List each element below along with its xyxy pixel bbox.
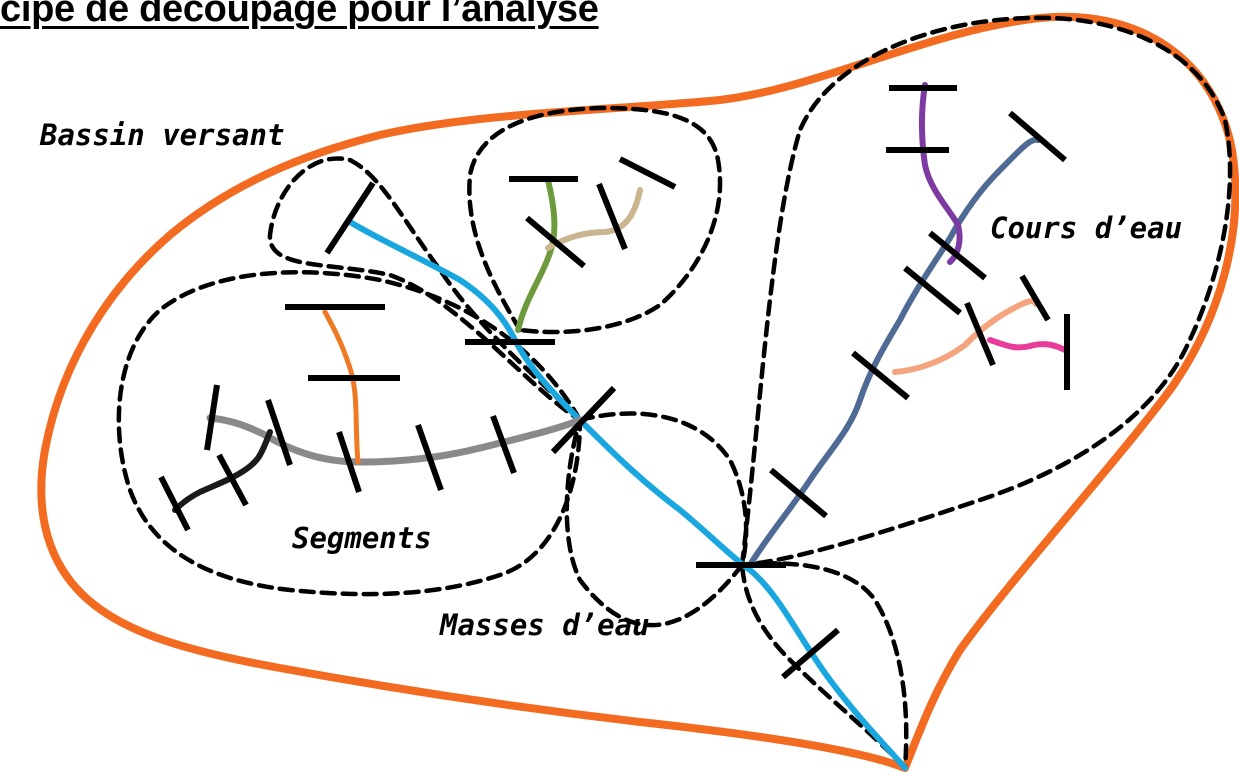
segment-marker (781, 627, 840, 680)
segment-marker (769, 467, 828, 519)
masse-deau-west (116, 270, 583, 597)
salmon-tributary (892, 298, 1039, 375)
segment-marker (204, 384, 220, 451)
segment-marker (903, 265, 962, 316)
segment-marker (265, 399, 293, 466)
segment-marker (324, 181, 376, 255)
tan-tributary (545, 187, 643, 251)
label-segments: Segments (292, 521, 432, 555)
segment-marker (525, 215, 586, 269)
masse-deau-east (739, 15, 1233, 568)
segment-marker (336, 431, 362, 493)
main-river (347, 219, 908, 771)
segment-marker (596, 182, 628, 251)
bassin-versant-outline (37, 12, 1239, 772)
segment-marker (928, 230, 987, 281)
segment-marker (415, 423, 444, 492)
east-river (747, 136, 1041, 568)
label-bassin-versant: Bassin versant (39, 118, 284, 152)
masse-deau-northwest (267, 156, 583, 423)
river-network (172, 82, 1068, 771)
segment-marker (964, 301, 996, 367)
segment-marker (216, 453, 249, 507)
black-tributary (172, 429, 273, 513)
segment-marker (1019, 274, 1051, 322)
label-masses-deau: Masses d’eau (439, 608, 650, 642)
green-tributary (515, 177, 558, 333)
pink-tributary (987, 337, 1068, 353)
label-cours-deau: Cours d’eau (990, 211, 1182, 245)
segment-marker (550, 385, 617, 455)
masses-deau-group (116, 15, 1233, 771)
segment-marker (1008, 110, 1067, 163)
west-river (206, 414, 584, 466)
segment-marker (158, 475, 191, 532)
segment-marker (618, 156, 677, 190)
masse-deau-south (739, 561, 909, 771)
segment-markers (158, 85, 1070, 680)
segment-marker (851, 350, 910, 401)
segment-marker (490, 414, 517, 475)
purple-tributary (918, 82, 963, 265)
page-title: cipe de découpage pour l’analyse (0, 0, 599, 30)
masse-deau-south-central (564, 411, 749, 628)
masse-deau-north (467, 105, 723, 335)
